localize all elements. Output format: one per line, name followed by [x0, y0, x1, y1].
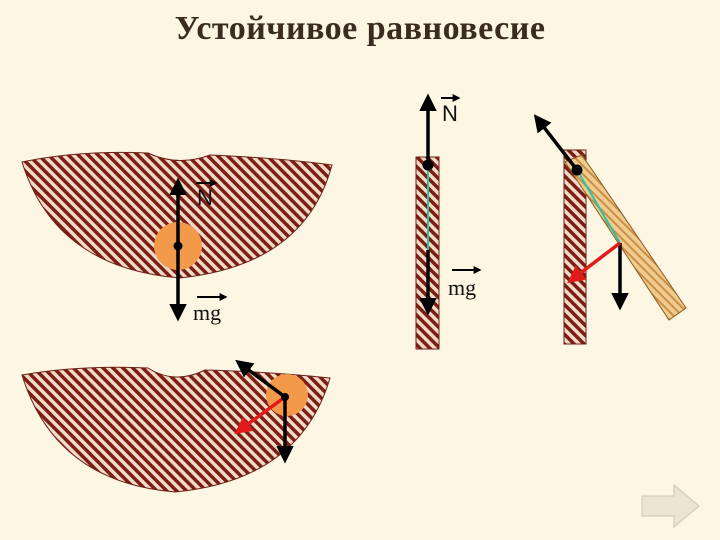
- weight-force-label: mg: [193, 300, 221, 325]
- weight-force-label: mg: [448, 275, 476, 300]
- bowl-top-diagram: N mg: [21, 151, 333, 325]
- resultant-force-arrow: [567, 241, 622, 284]
- pivot-point: [571, 164, 583, 176]
- rod-tilted-diagram: [533, 114, 687, 345]
- rod-vertical-diagram: N mg: [415, 93, 482, 350]
- pivot-point: [422, 159, 434, 171]
- normal-force-arrow: [235, 359, 287, 399]
- next-slide-button[interactable]: [641, 483, 700, 529]
- normal-force-label: N: [442, 101, 458, 126]
- normal-force-label: N: [197, 185, 213, 210]
- contact-point: [173, 241, 183, 251]
- stand: [563, 149, 587, 345]
- tilted-plank: [564, 154, 687, 321]
- contact-point: [281, 393, 289, 401]
- bowl-bottom: [21, 366, 331, 493]
- arrow-right-icon[interactable]: [641, 483, 700, 529]
- thread-line: [576, 169, 621, 244]
- normal-force-arrow: [533, 114, 579, 172]
- slide-title: Устойчивое равновесие: [174, 10, 546, 47]
- bowl-bottom-diagram: [21, 359, 331, 493]
- resultant-force-arrow: [234, 395, 287, 435]
